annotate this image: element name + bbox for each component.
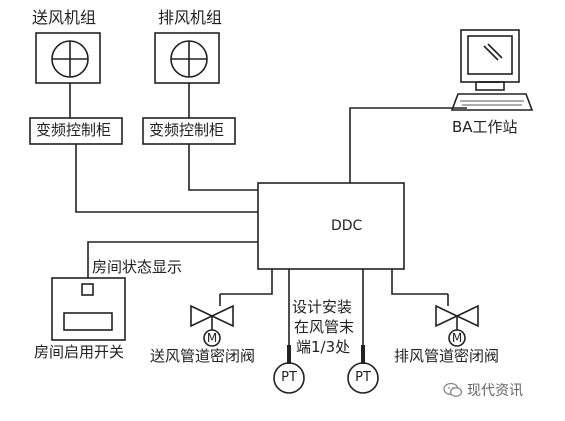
ddc-to-ba-line [349, 107, 467, 183]
pt1-sensor-icon [273, 362, 305, 394]
supply-damper-label: 送风管道密闭阀 [150, 347, 256, 365]
ba-station-label: BA工作站 [452, 118, 518, 136]
room-display-panel [63, 312, 113, 331]
exhaust-fan-label: 排风机组 [158, 8, 223, 27]
watermark-text: 现代资讯 [467, 383, 523, 399]
room-status-label: 房间状态显示 [92, 258, 183, 276]
install-note-line3: 端1/3处 [296, 338, 351, 356]
room-indicator-light [81, 283, 94, 296]
exhaust-vfd-label: 变频控制柜 [149, 121, 225, 139]
pt2-sensor-icon [347, 362, 379, 394]
supply-damper-valve-icon [190, 294, 234, 347]
ddc-to-room-switch-line [87, 241, 258, 278]
watermark: 现代资讯 [443, 380, 523, 400]
room-switch-box [51, 277, 126, 341]
wechat-icon [443, 382, 463, 397]
ddc-box [257, 182, 405, 270]
exhaust-damper-valve-icon [435, 294, 479, 347]
ddc-to-exhaust-damper-line [391, 269, 448, 295]
computer-icon [450, 29, 534, 111]
pt2-label: PT [355, 370, 371, 385]
supply-vfd-to-ddc-line [75, 144, 258, 213]
ddc-to-supply-damper-line [220, 269, 273, 295]
room-switch-label: 房间启用开关 [34, 343, 125, 361]
supply-vfd-label: 变频控制柜 [36, 121, 112, 139]
exhaust-damper-label: 排风管道密闭阀 [394, 347, 500, 365]
exhaust-fan-icon [154, 32, 220, 84]
pt1-label: PT [281, 370, 297, 385]
supply-fan-icon [35, 32, 101, 84]
ddc-label: DDC [331, 218, 363, 234]
supply-damper-motor-label: M [206, 331, 218, 345]
exhaust-vfd-to-ddc-line [188, 144, 258, 191]
exhaust-damper-motor-label: M [451, 331, 463, 345]
supply-fan-label: 送风机组 [32, 8, 97, 27]
install-note-line2: 在风管末 [294, 318, 355, 336]
install-note-line1: 设计安装 [292, 298, 353, 316]
